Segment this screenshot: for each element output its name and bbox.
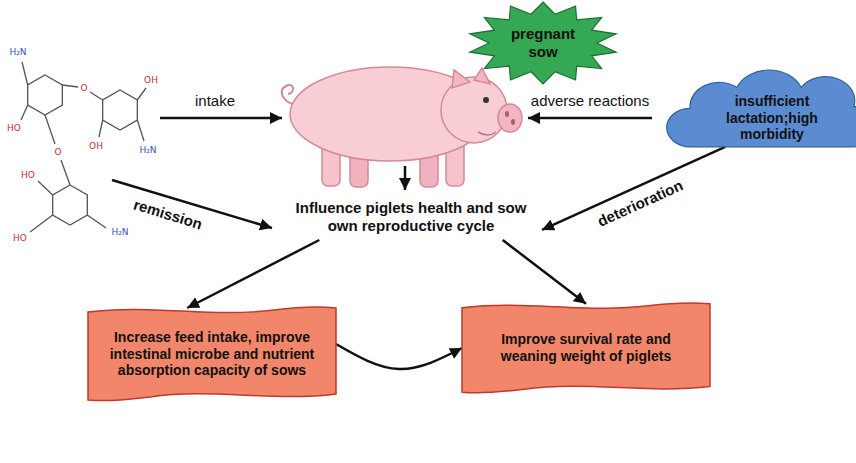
- atom-label: H₂N: [111, 227, 128, 237]
- starburst-node: pregnant sow: [468, 2, 618, 84]
- atom-label: HO: [7, 123, 21, 133]
- sugar-ring: [53, 185, 88, 225]
- arrow-label: adverse reactions: [531, 92, 649, 109]
- node-label: pregnant sow: [501, 25, 585, 61]
- arrow-label: intake: [195, 92, 235, 109]
- atom-label: OH: [144, 75, 158, 85]
- node-text: insufficient lactation;high morbidity: [702, 93, 842, 143]
- chemical-bond: [87, 215, 106, 228]
- arrow-label: remission: [132, 196, 205, 233]
- chemical-bond: [62, 85, 78, 87]
- node-text: Influence piglets health and sow own rep…: [283, 199, 539, 235]
- atom-label: HO: [21, 170, 35, 180]
- chemical-bond: [99, 120, 103, 137]
- adverse-arrow: [528, 117, 652, 120]
- chitosan-molecule: [21, 62, 146, 232]
- chemical-bond: [137, 88, 146, 100]
- chemical-bond: [30, 215, 53, 232]
- node-text: pregnant sow: [501, 25, 585, 61]
- node-label: Increase feed intake, improve intestinal…: [105, 329, 319, 379]
- atom-label: O: [54, 147, 61, 157]
- intake-arrow: [160, 117, 282, 120]
- node-label: Influence piglets health and sow own rep…: [283, 199, 539, 235]
- node-text: Improve survival rate and weaning weight…: [479, 331, 693, 365]
- pig-illustration: [282, 67, 522, 187]
- banner-node: Increase feed intake, improve intestinal…: [88, 304, 336, 404]
- atom-label: OH: [89, 141, 103, 151]
- atom-label: O: [80, 83, 87, 93]
- chemical-bond: [38, 181, 53, 195]
- atom-label: H₂N: [139, 145, 156, 155]
- connector-arrow: [187, 240, 319, 308]
- chemical-bond: [22, 62, 28, 85]
- chemical-bond: [137, 120, 144, 141]
- connector-arrow: [503, 240, 586, 304]
- edge-label: deterioration: [593, 175, 687, 230]
- atom-label: H₂N: [9, 47, 26, 57]
- chemical-bond: [61, 160, 70, 185]
- sugar-ring: [103, 90, 138, 130]
- cloud-node: insufficient lactation;high morbidity: [655, 70, 856, 166]
- pig-down-arrow: [404, 166, 407, 190]
- sugar-ring: [28, 75, 63, 115]
- node-text: Increase feed intake, improve intestinal…: [105, 329, 319, 379]
- node-label: Improve survival rate and weaning weight…: [479, 331, 693, 365]
- banner-node: Improve survival rate and weaning weight…: [462, 300, 710, 396]
- chemical-bond: [45, 115, 55, 144]
- chemical-bond: [90, 92, 103, 100]
- outcome-text-node: Influence piglets health and sow own rep…: [280, 194, 542, 240]
- chemical-bond: [21, 105, 28, 120]
- atom-label: HO: [13, 233, 27, 243]
- node-label: insufficient lactation;high morbidity: [702, 93, 842, 143]
- connector-arrow: [336, 344, 462, 369]
- connector-arrow: [542, 147, 725, 230]
